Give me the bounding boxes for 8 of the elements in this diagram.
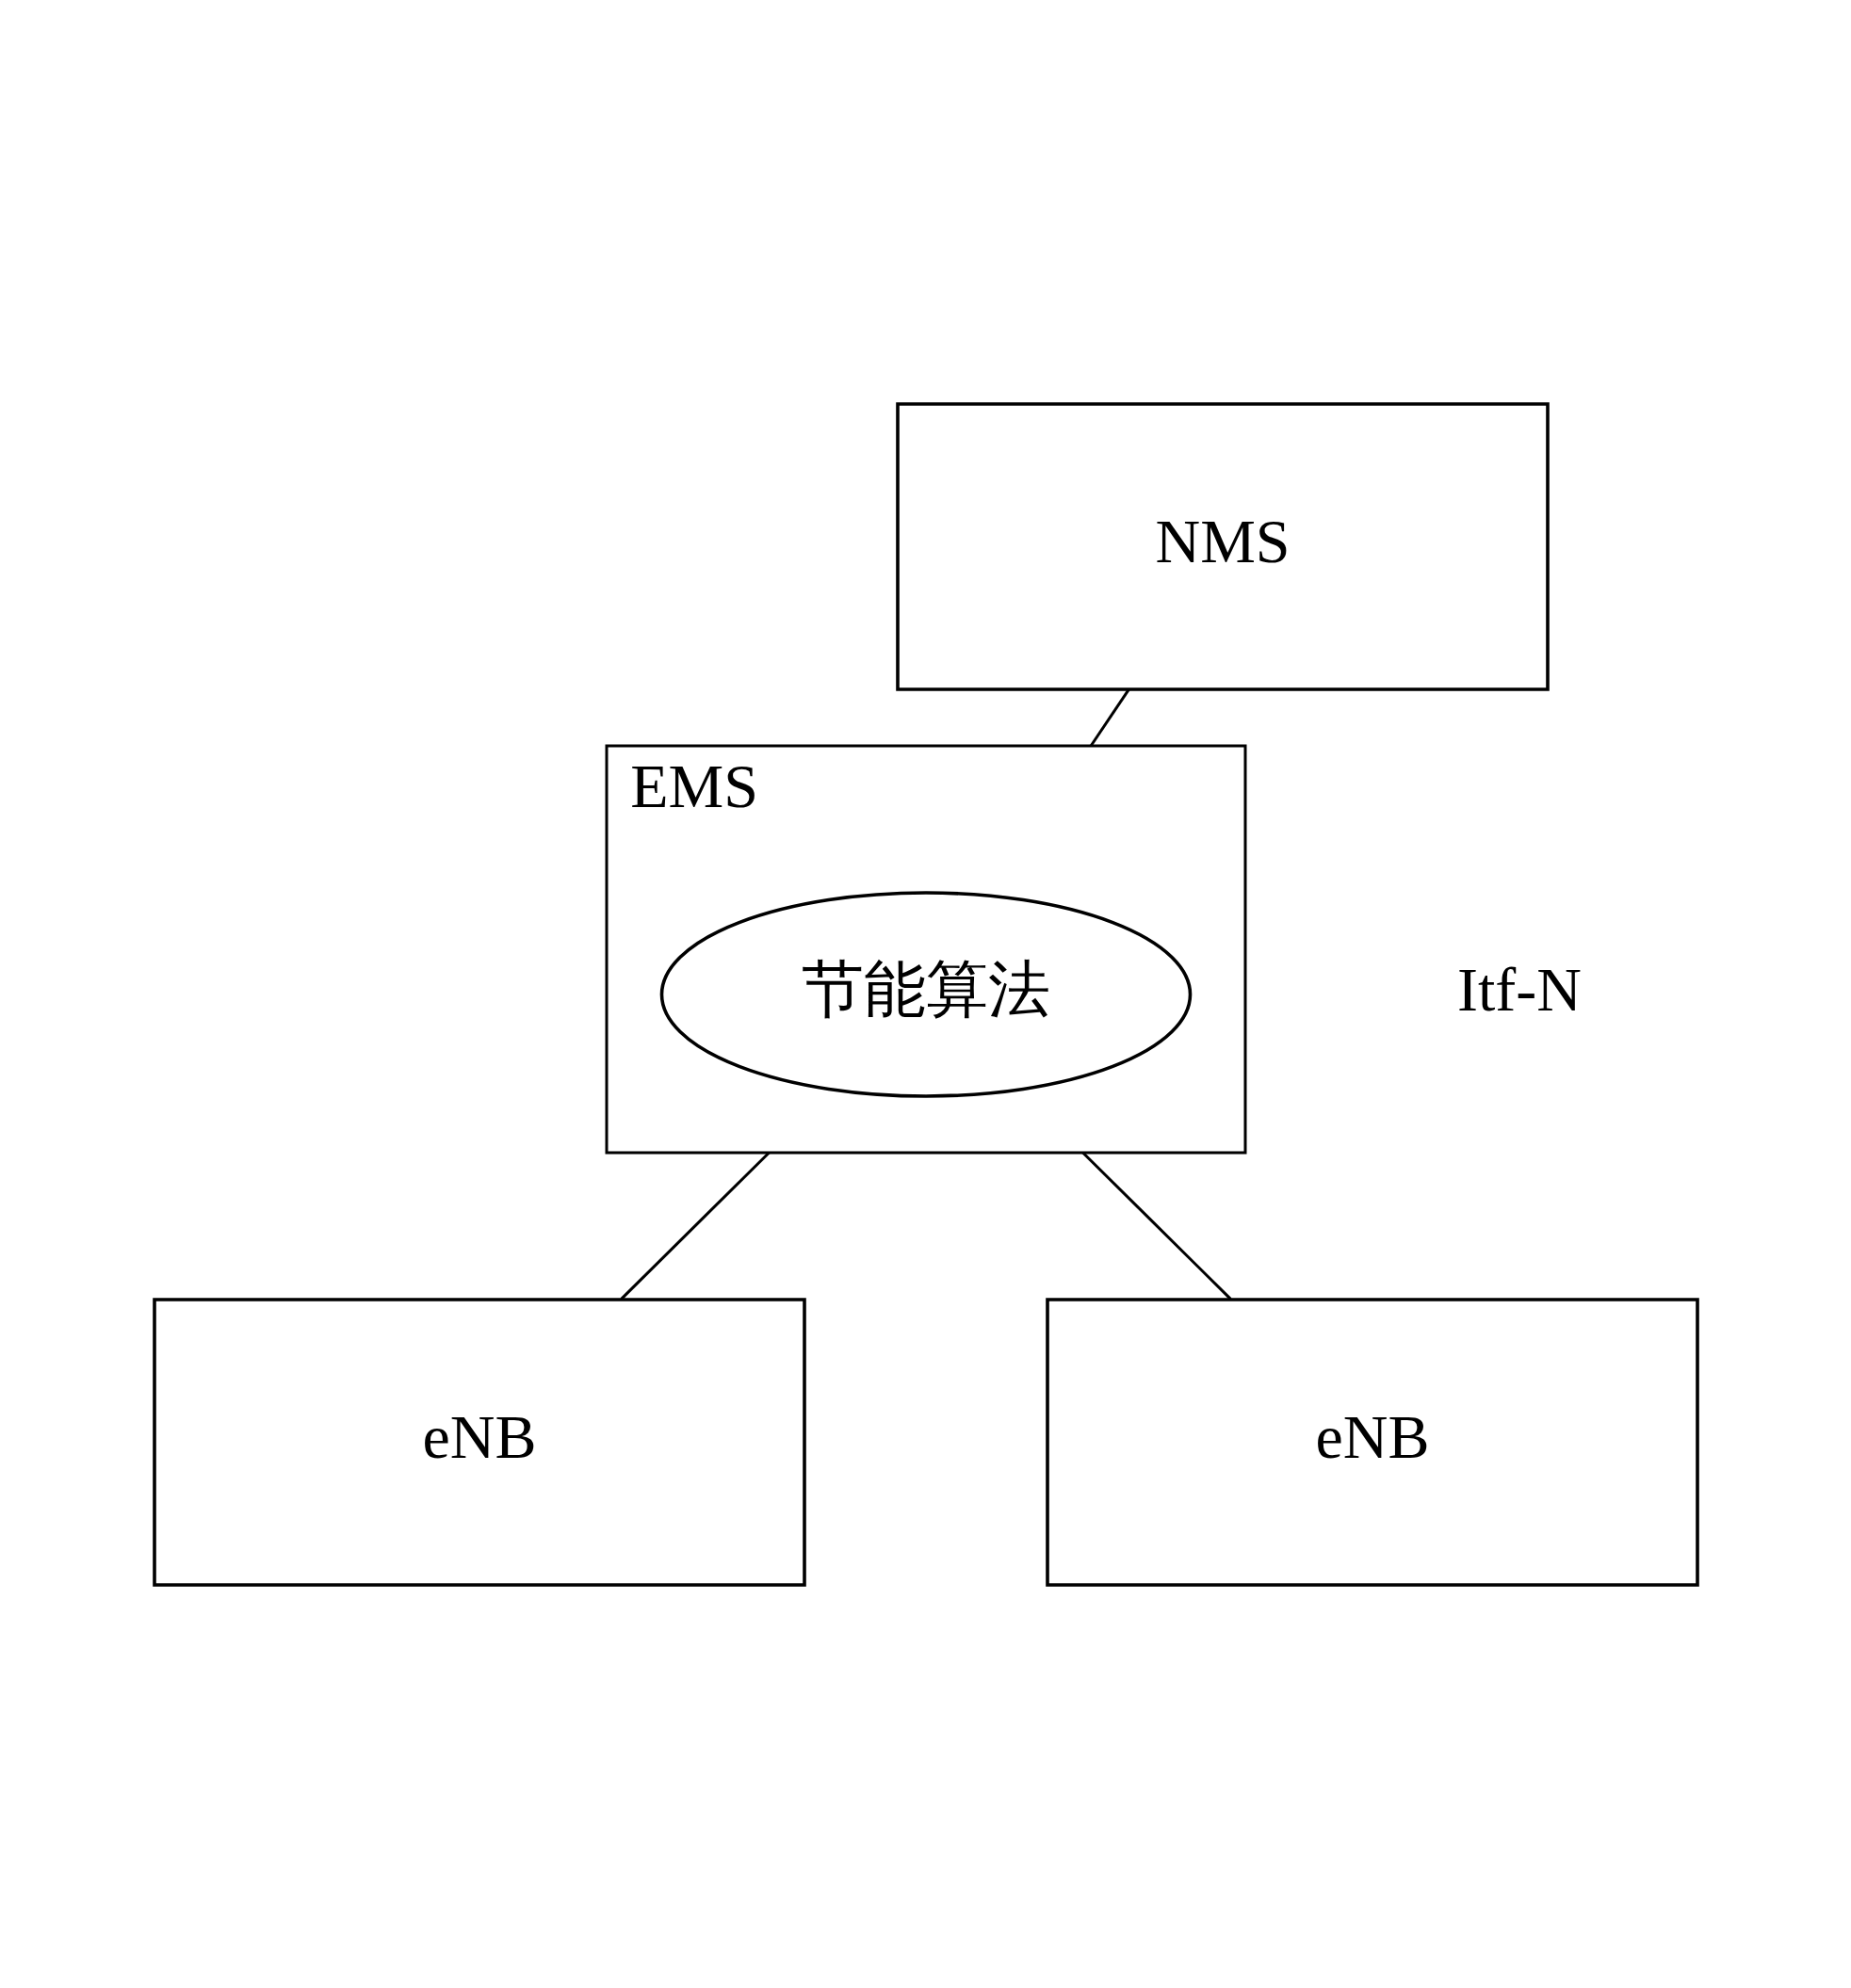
node-box: NMS: [895, 401, 1550, 691]
node-ellipse: 节能算法: [659, 890, 1192, 1098]
node-box: eNB: [152, 1297, 806, 1587]
connector: [1089, 687, 1130, 747]
node-box: eNB: [1045, 1297, 1699, 1587]
label: Itf-N: [1456, 954, 1582, 1024]
connector: [620, 1151, 770, 1300]
connector: [1081, 1151, 1231, 1300]
